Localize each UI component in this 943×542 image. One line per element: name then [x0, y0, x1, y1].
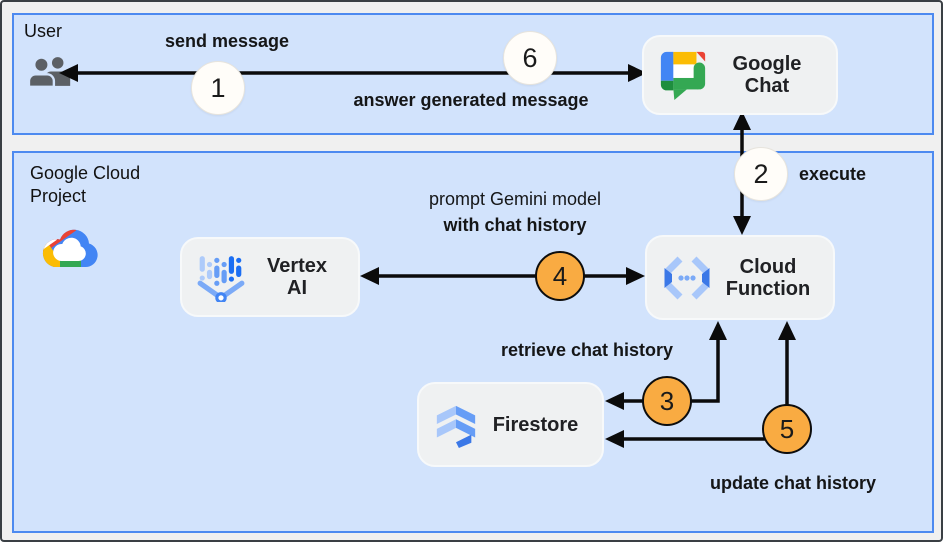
- answer-generated-message-label: answer generated message: [353, 90, 589, 110]
- firestore-icon: [433, 400, 479, 450]
- firestore-label: Firestore: [492, 413, 579, 436]
- cloud-functions-icon: [661, 254, 713, 302]
- gcp-zone-label-line1: Google Cloud: [30, 163, 141, 183]
- vertex-ai-label: Vertex AI: [266, 255, 328, 299]
- google-chat-icon: [658, 49, 708, 101]
- google-chat-label: Google Chat: [732, 53, 802, 97]
- prompt-gemini-label-line1: prompt Gemini model: [428, 189, 602, 209]
- gcp-zone-label-line2: Project: [30, 186, 87, 206]
- update-chat-history-label: update chat history: [709, 473, 877, 493]
- firestore-node: Firestore: [417, 382, 604, 467]
- user-zone-label: User: [24, 21, 63, 41]
- send-message-label: send message: [164, 31, 290, 51]
- google-chat-node: Google Chat: [642, 35, 838, 115]
- gcp-zone-label: Google Cloud Project: [30, 162, 140, 208]
- cloud-function-label: Cloud Function: [725, 255, 811, 300]
- step-circle-1: 1: [191, 61, 245, 115]
- google-cloud-logo: [40, 226, 100, 279]
- vertex-ai-node: Vertex AI: [180, 237, 360, 317]
- cloud-function-node: Cloud Function: [645, 235, 835, 320]
- execute-label: execute: [799, 164, 867, 184]
- retrieve-chat-history-label: retrieve chat history: [500, 340, 674, 360]
- step-circle-4: 4: [535, 251, 585, 301]
- prompt-gemini-label-line2: with chat history: [443, 215, 587, 235]
- users-icon: [27, 54, 74, 92]
- step-circle-3: 3: [642, 376, 692, 426]
- step-circle-5: 5: [762, 404, 812, 454]
- vertex-ai-icon: [196, 252, 246, 302]
- step-circle-6: 6: [503, 31, 557, 85]
- step-circle-2: 2: [734, 147, 788, 201]
- prompt-gemini-label: prompt Gemini model with chat history: [429, 186, 601, 238]
